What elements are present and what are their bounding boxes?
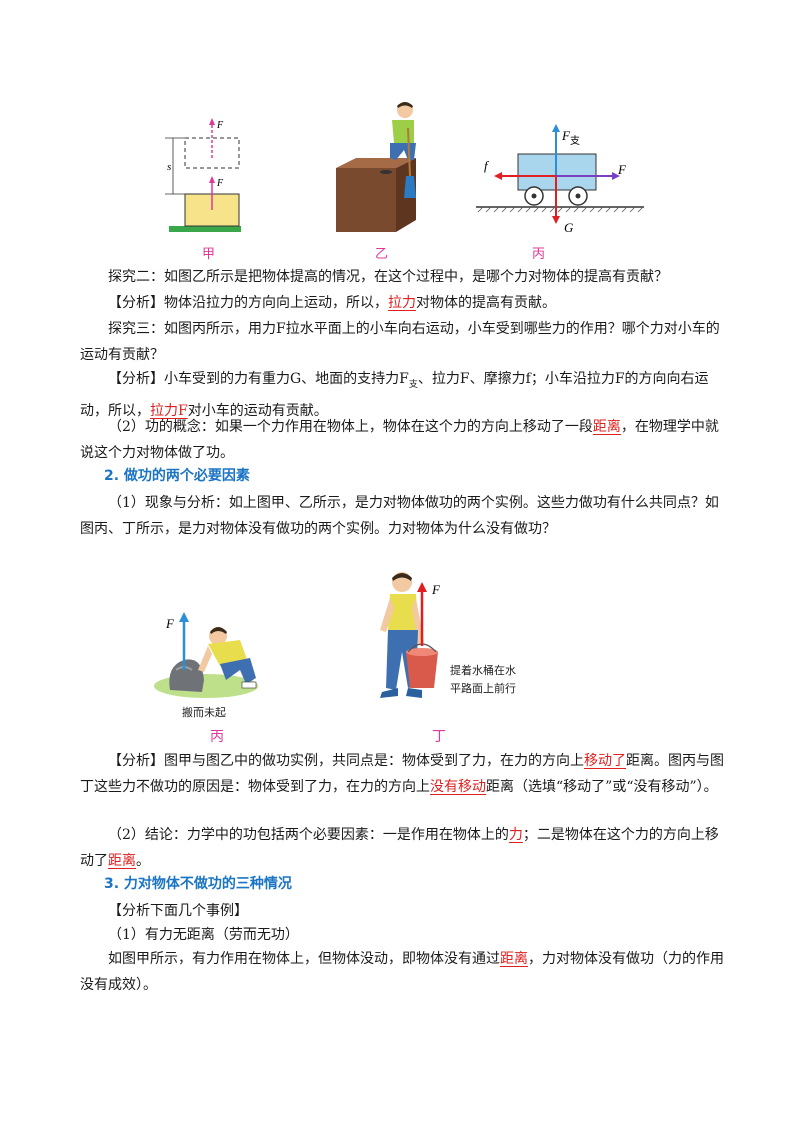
- label-f-rock: F: [165, 616, 175, 631]
- note-bucket-2: 平路面上前行: [450, 681, 516, 695]
- caption-yi: 乙: [375, 247, 389, 262]
- figure-bing-rock: F 搬而未起: [154, 612, 258, 719]
- figure-ding-bucket: F 提着水桶在水 平路面上前行: [380, 572, 516, 698]
- label-f-support: F: [561, 128, 571, 143]
- caption-jia: 甲: [202, 247, 216, 262]
- para-case-1: （1）有力无距离（劳而无功）: [108, 927, 299, 943]
- para-analysis-3: 【分析】图甲与图乙中的做功实例，共同点是：物体受到了力，在力的方向上移动了距离。…: [80, 753, 724, 795]
- note-bucket-1: 提着水桶在水: [450, 663, 516, 677]
- answer-force: 力: [508, 827, 523, 843]
- label-s: s: [167, 161, 171, 173]
- para-analysis-2: 【分析】小车受到的力有重力G、地面的支持力F支、拉力F、摩擦力f；小车沿拉力F的…: [80, 371, 709, 419]
- para-work-concept: （2）功的概念：如果一个力作用在物体上，物体在这个力的方向上移动了一段距离，在物…: [80, 419, 719, 461]
- para-explore-2: 探究二：如图乙所示是把物体提高的情况，在这个过程中，是哪个力对物体的提高有贡献？: [108, 269, 668, 285]
- para-phenomenon: （1）现象与分析：如上图甲、乙所示，是力对物体做功的两个实例。这些力做功有什么共…: [80, 495, 719, 537]
- answer-distance-3: 距离: [500, 951, 528, 967]
- label-pull-f: F: [617, 162, 627, 177]
- para-examples-title: 【分析下面几个事例】: [108, 903, 248, 919]
- answer-moved: 移动了: [584, 753, 626, 769]
- heading-three-cases: 3. 力对物体不做功的三种情况: [104, 876, 292, 892]
- caption-bing-top: 丙: [532, 247, 546, 262]
- label-f-support-sub: 支: [570, 135, 580, 147]
- para-explore-3: 探究三：如图丙所示，用力F拉水平面上的小车向右运动，小车受到哪些力的作用？哪个力…: [80, 321, 720, 363]
- figure-jia: s F F: [165, 118, 241, 232]
- answer-not-moved: 没有移动: [430, 779, 486, 795]
- answer-distance-2: 距离: [108, 853, 136, 869]
- figure-yi: [336, 102, 416, 232]
- para-analysis-1: 【分析】物体沿拉力的方向向上运动，所以，拉力对物体的提高有贡献。: [108, 295, 556, 311]
- caption-ding: 丁: [432, 729, 446, 745]
- caption-bing-mid: 丙: [210, 729, 224, 745]
- answer-pull-force-f: 拉力F: [150, 402, 188, 419]
- answer-distance-1: 距离: [592, 419, 621, 435]
- answer-pull-force: 拉力: [388, 295, 416, 311]
- para-conclusion: （2）结论：力学中的功包括两个必要因素：一是作用在物体上的力；二是物体在这个力的…: [80, 827, 719, 869]
- label-g: G: [564, 220, 574, 235]
- label-f-jia-top: F: [216, 120, 224, 131]
- heading-two-factors: 2. 做功的两个必要因素: [104, 468, 250, 484]
- note-rock: 搬而未起: [182, 705, 226, 719]
- label-friction: f: [484, 158, 490, 173]
- para-case-1-detail: 如图甲所示，有力作用在物体上，但物体没动，即物体没有通过距离，力对物体没有做功（…: [80, 951, 724, 993]
- figure-bing-cart: F 支 f F G: [476, 124, 644, 235]
- label-f-bucket: F: [431, 582, 441, 597]
- label-f-jia: F: [216, 178, 224, 189]
